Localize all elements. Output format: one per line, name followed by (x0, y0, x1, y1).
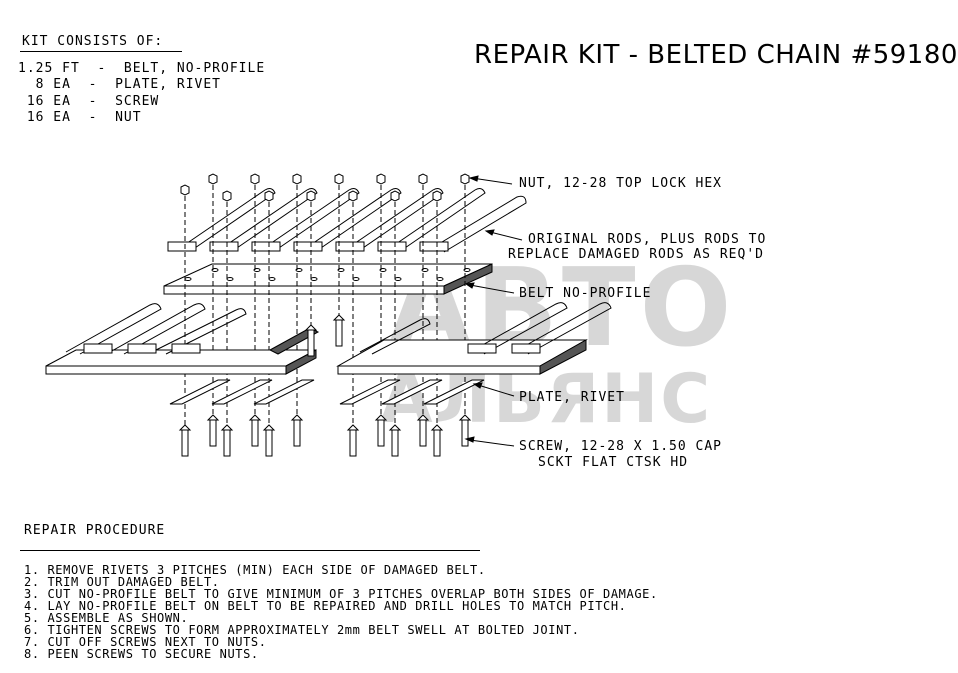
procedure-step: 4. LAY NO-PROFILE BELT ON BELT TO BE REP… (24, 599, 627, 613)
original-rods (179, 188, 527, 253)
procedure-step: 2. TRIM OUT DAMAGED BELT. (24, 575, 220, 589)
callout-belt: BELT NO-PROFILE (519, 286, 652, 301)
procedure-step: 1. REMOVE RIVETS 3 PITCHES (MIN) EACH SI… (24, 563, 486, 577)
procedure-step: 6. TIGHTEN SCREWS TO FORM APPROXIMATELY … (24, 623, 580, 637)
procedure-step: 3. CUT NO-PROFILE BELT TO GIVE MINIMUM O… (24, 587, 658, 601)
assembly-drawing (45, 173, 612, 457)
upper-rivet-plates (167, 241, 449, 252)
callout-screw-line-2: SCKT FLAT CTSK HD (538, 455, 689, 470)
leader-lines (464, 175, 523, 447)
procedure-step: 8. PEEN SCREWS TO SECURE NUTS. (24, 647, 259, 661)
lower-rivet-plates (169, 327, 485, 405)
callout-nut: NUT, 12-28 TOP LOCK HEX (519, 176, 723, 191)
screw-row (178, 314, 472, 457)
kit-heading: KIT CONSISTS OF: (22, 34, 164, 49)
procedure-heading-underline (20, 550, 480, 551)
callout-rods-line-1: ORIGINAL RODS, PLUS RODS TO (528, 232, 767, 247)
assembly-center-lines (184, 185, 466, 430)
no-profile-belt (163, 263, 493, 295)
procedure-step: 5. ASSEMBLE AS SHOWN. (24, 611, 189, 625)
diagram-title: REPAIR KIT - BELTED CHAIN #59180 (474, 40, 958, 70)
procedure-heading: REPAIR PROCEDURE (24, 523, 166, 538)
kit-item: 16 EA - SCREW (18, 94, 160, 109)
callout-plate: PLATE, RIVET (519, 390, 625, 405)
kit-heading-underline (20, 51, 182, 52)
kit-item: 8 EA - PLATE, RIVET (18, 77, 222, 92)
nut-row (180, 173, 470, 202)
callout-screw-line-1: SCREW, 12-28 X 1.50 CAP (519, 439, 723, 454)
kit-item: 16 EA - NUT (18, 110, 142, 125)
belt-right-section (336, 302, 612, 375)
callout-rods-line-2: REPLACE DAMAGED RODS AS REQ'D (508, 247, 764, 262)
procedure-step: 7. CUT OFF SCREWS NEXT TO NUTS. (24, 635, 267, 649)
kit-item: 1.25 FT - BELT, NO-PROFILE (18, 61, 266, 76)
belt-left-section (45, 303, 317, 375)
